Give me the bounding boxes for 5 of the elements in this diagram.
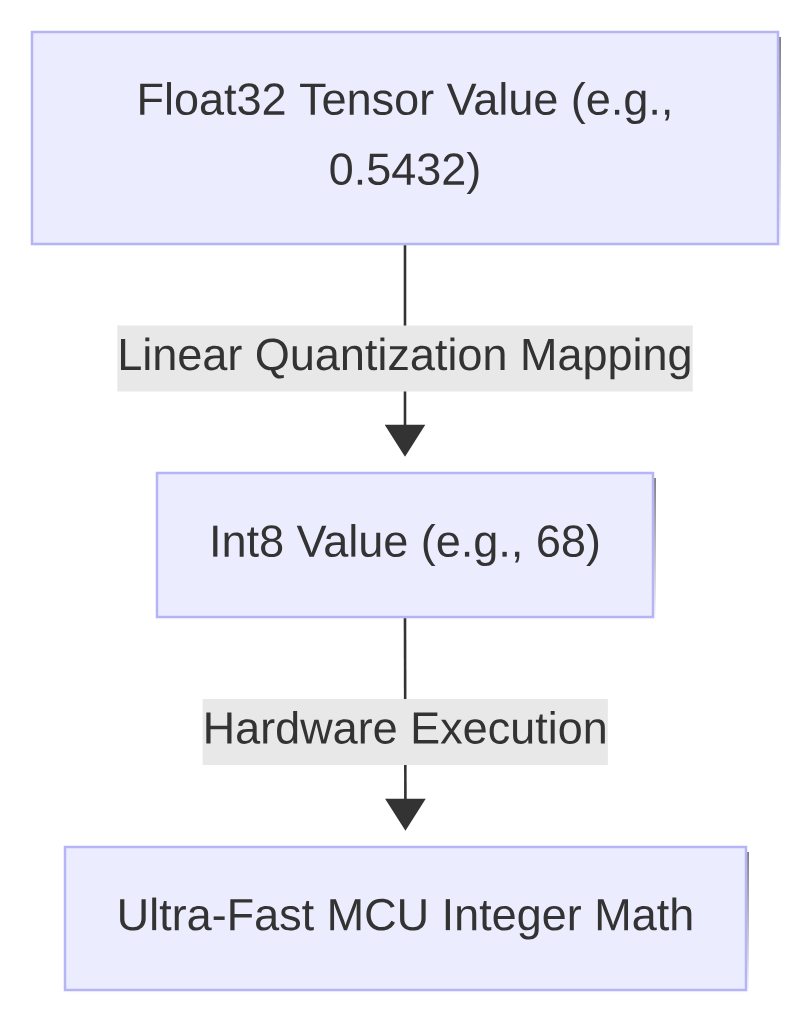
process-box: Float32 Tensor Value (e.g., 0.5432) [30,30,781,249]
edge-label: Hardware Execution [202,699,608,765]
process-box: Int8 Value (e.g., 68) [155,471,656,622]
edge-label: Linear Quantization Mapping [117,325,693,392]
process-box: Ultra-Fast MCU Integer Math [63,845,749,995]
